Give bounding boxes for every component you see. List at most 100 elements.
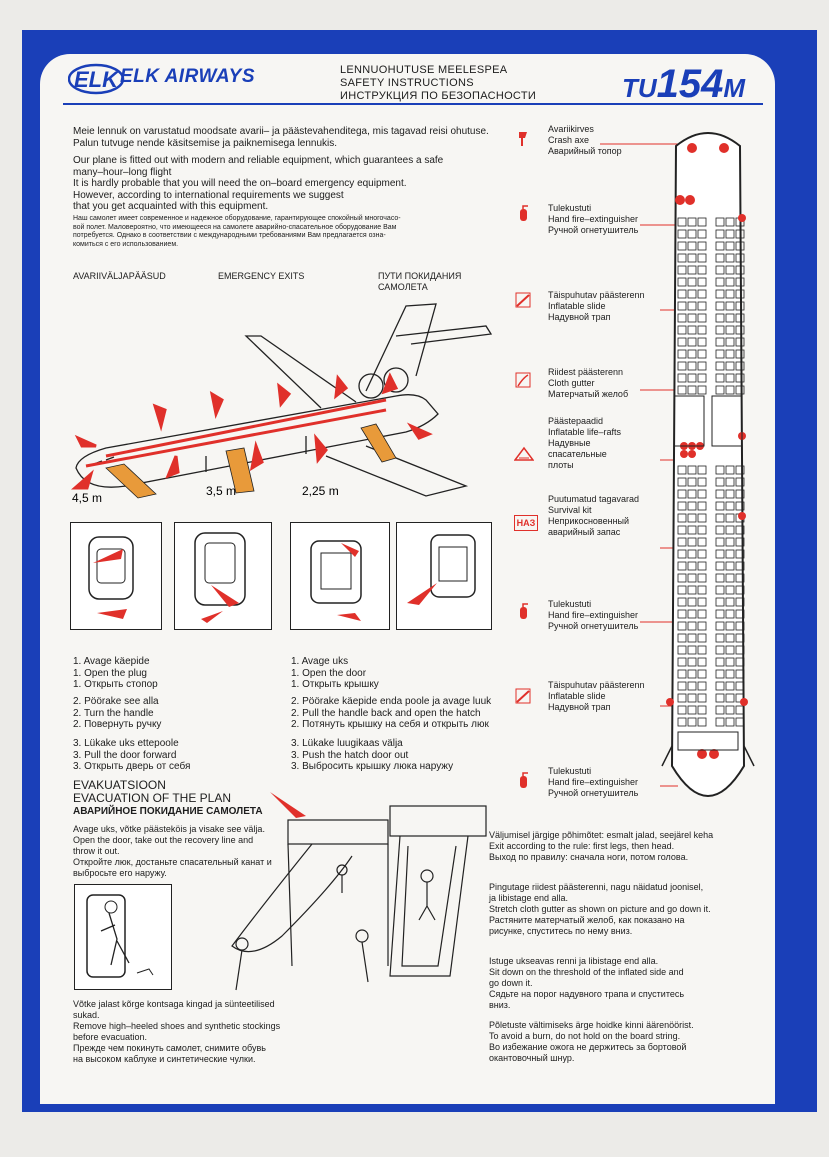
seat bbox=[735, 537, 745, 547]
seat bbox=[697, 645, 707, 655]
evacuation-gutter-text: Pingutage riidest päästerenni, nagu näid… bbox=[489, 882, 711, 936]
seat bbox=[687, 681, 697, 691]
seat bbox=[725, 385, 735, 395]
seat bbox=[725, 229, 735, 239]
seat bbox=[687, 477, 697, 487]
seat bbox=[697, 229, 707, 239]
seat bbox=[697, 585, 707, 595]
seat bbox=[715, 313, 725, 323]
seat bbox=[687, 561, 697, 571]
seat bbox=[677, 465, 687, 475]
seat bbox=[677, 217, 687, 227]
legend-extinguisher-2: Tulekustuti Hand fire–extinguisher Ручно… bbox=[548, 599, 639, 631]
seat bbox=[677, 669, 687, 679]
seat bbox=[725, 609, 735, 619]
seat bbox=[677, 621, 687, 631]
seat bbox=[687, 585, 697, 595]
seat bbox=[725, 513, 735, 523]
seat bbox=[687, 337, 697, 347]
seat bbox=[735, 277, 745, 287]
equipment-markers bbox=[666, 143, 748, 759]
seat bbox=[725, 597, 735, 607]
seat bbox=[677, 645, 687, 655]
seat bbox=[697, 241, 707, 251]
seat bbox=[735, 717, 745, 727]
seat bbox=[735, 477, 745, 487]
seat bbox=[697, 361, 707, 371]
seat bbox=[697, 597, 707, 607]
seat bbox=[715, 621, 725, 631]
crash-axe-icon bbox=[519, 132, 527, 146]
seat bbox=[725, 465, 735, 475]
fire-extinguisher-icon bbox=[520, 205, 528, 221]
seat bbox=[677, 693, 687, 703]
seat bbox=[697, 717, 707, 727]
seat bbox=[697, 325, 707, 335]
seat bbox=[677, 277, 687, 287]
seat bbox=[715, 669, 725, 679]
seat bbox=[687, 265, 697, 275]
hatch-step-2: 2. Pöörake käepide enda poole ja avage l… bbox=[291, 696, 492, 730]
hatch-step-3: 3. Lükake luugikaas välja 3. Push the ha… bbox=[291, 738, 454, 772]
exit-height-3: 2,25 m bbox=[302, 484, 339, 498]
seat bbox=[735, 705, 745, 715]
seat bbox=[697, 385, 707, 395]
seat bbox=[687, 217, 697, 227]
seat bbox=[715, 301, 725, 311]
seat bbox=[697, 501, 707, 511]
remove-shoes-picture bbox=[74, 884, 172, 990]
seat bbox=[715, 597, 725, 607]
page-title: LENNUOHUTUSE MEELESPEA SAFETY INSTRUCTIO… bbox=[340, 64, 537, 102]
seat bbox=[725, 349, 735, 359]
seat bbox=[697, 337, 707, 347]
evacuation-rule-text: Väljumisel järgige põhimõtet: esmalt jal… bbox=[489, 830, 714, 862]
aircraft-number: 154 bbox=[656, 62, 724, 106]
legend-slide-1: Täispuhutav päästerenn Inflatable slide … bbox=[548, 290, 645, 322]
seat bbox=[697, 633, 707, 643]
seat bbox=[735, 465, 745, 475]
seat bbox=[677, 313, 687, 323]
seat bbox=[687, 349, 697, 359]
seat bbox=[715, 573, 725, 583]
seat bbox=[735, 489, 745, 499]
seat bbox=[715, 385, 725, 395]
evacuation-open-door-text: Avage uks, võtke päästeköis ja visake se… bbox=[73, 824, 272, 878]
seat bbox=[735, 525, 745, 535]
seat bbox=[697, 657, 707, 667]
seat bbox=[715, 217, 725, 227]
seat bbox=[677, 385, 687, 395]
inflatable-slides bbox=[105, 423, 397, 499]
seat bbox=[677, 349, 687, 359]
seat bbox=[697, 301, 707, 311]
seat bbox=[697, 277, 707, 287]
seat bbox=[725, 501, 735, 511]
seat bbox=[715, 241, 725, 251]
seat bbox=[687, 465, 697, 475]
seat bbox=[687, 537, 697, 547]
seat bbox=[697, 705, 707, 715]
seat bbox=[735, 645, 745, 655]
seat bbox=[697, 609, 707, 619]
seat bbox=[687, 705, 697, 715]
seat bbox=[697, 477, 707, 487]
seat bbox=[715, 373, 725, 383]
seat bbox=[677, 337, 687, 347]
seat bbox=[735, 633, 745, 643]
seat bbox=[687, 645, 697, 655]
seat bbox=[735, 325, 745, 335]
aircraft-outline bbox=[75, 303, 493, 497]
legend-life-rafts: Päästepaadid Inflatable life–rafts Надув… bbox=[548, 416, 622, 470]
seat bbox=[677, 325, 687, 335]
seat bbox=[725, 645, 735, 655]
seat bbox=[715, 645, 725, 655]
exit-height-2: 3,5 m bbox=[206, 484, 236, 498]
seat bbox=[687, 489, 697, 499]
seat bbox=[697, 693, 707, 703]
seat bbox=[687, 717, 697, 727]
seat bbox=[715, 693, 725, 703]
seat bbox=[725, 525, 735, 535]
seat bbox=[735, 669, 745, 679]
seat bbox=[687, 573, 697, 583]
seat bbox=[735, 573, 745, 583]
seat bbox=[687, 609, 697, 619]
